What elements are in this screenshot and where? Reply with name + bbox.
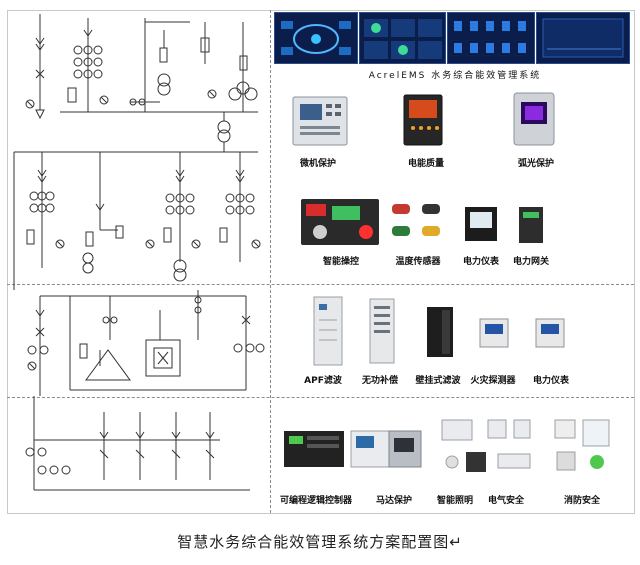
dashboard-screenshot-4 bbox=[536, 12, 630, 64]
platform-label: AcrelEMS 水务综合能效管理系统 bbox=[368, 71, 542, 81]
device-label-2-3: 电力仪表 bbox=[462, 257, 500, 267]
device-label-3-3: 壁挂式滤波 bbox=[415, 376, 461, 386]
diagram-frame bbox=[7, 10, 635, 514]
device-label-2-4: 电力网关 bbox=[512, 257, 550, 267]
device-label-2-2: 温度传感器 bbox=[395, 257, 441, 267]
device-label-3-2: 无功补偿 bbox=[361, 376, 399, 386]
device-label-4-2: 马达保护 bbox=[375, 496, 413, 506]
device-label-1-3: 弧光保护 bbox=[517, 159, 555, 169]
dashboard-screenshot-2 bbox=[359, 12, 446, 64]
device-label-4-5: 消防安全 bbox=[563, 496, 601, 506]
section-divider-2 bbox=[7, 397, 634, 398]
dashboard-screenshot-1 bbox=[274, 12, 358, 64]
device-label-3-5: 电力仪表 bbox=[532, 376, 570, 386]
device-label-4-4: 电气安全 bbox=[487, 496, 525, 506]
device-label-3-1: APF滤波 bbox=[304, 376, 342, 386]
section-divider-1 bbox=[7, 284, 634, 285]
device-label-4-3: 智能照明 bbox=[436, 496, 474, 506]
device-label-1-2: 电能质量 bbox=[407, 159, 445, 169]
single-line-diagram bbox=[13, 14, 265, 491]
device-label-1-1: 微机保护 bbox=[299, 159, 337, 169]
dashboard-screenshot-3 bbox=[447, 12, 535, 64]
device-label-3-4: 火灾探测器 bbox=[470, 376, 516, 386]
device-label-2-1: 智能操控 bbox=[322, 257, 360, 267]
device-label-4-1: 可编程逻辑控制器 bbox=[279, 496, 353, 506]
column-divider bbox=[270, 10, 271, 513]
figure-caption: 智慧水务综合能效管理系统方案配置图↵ bbox=[177, 533, 463, 551]
